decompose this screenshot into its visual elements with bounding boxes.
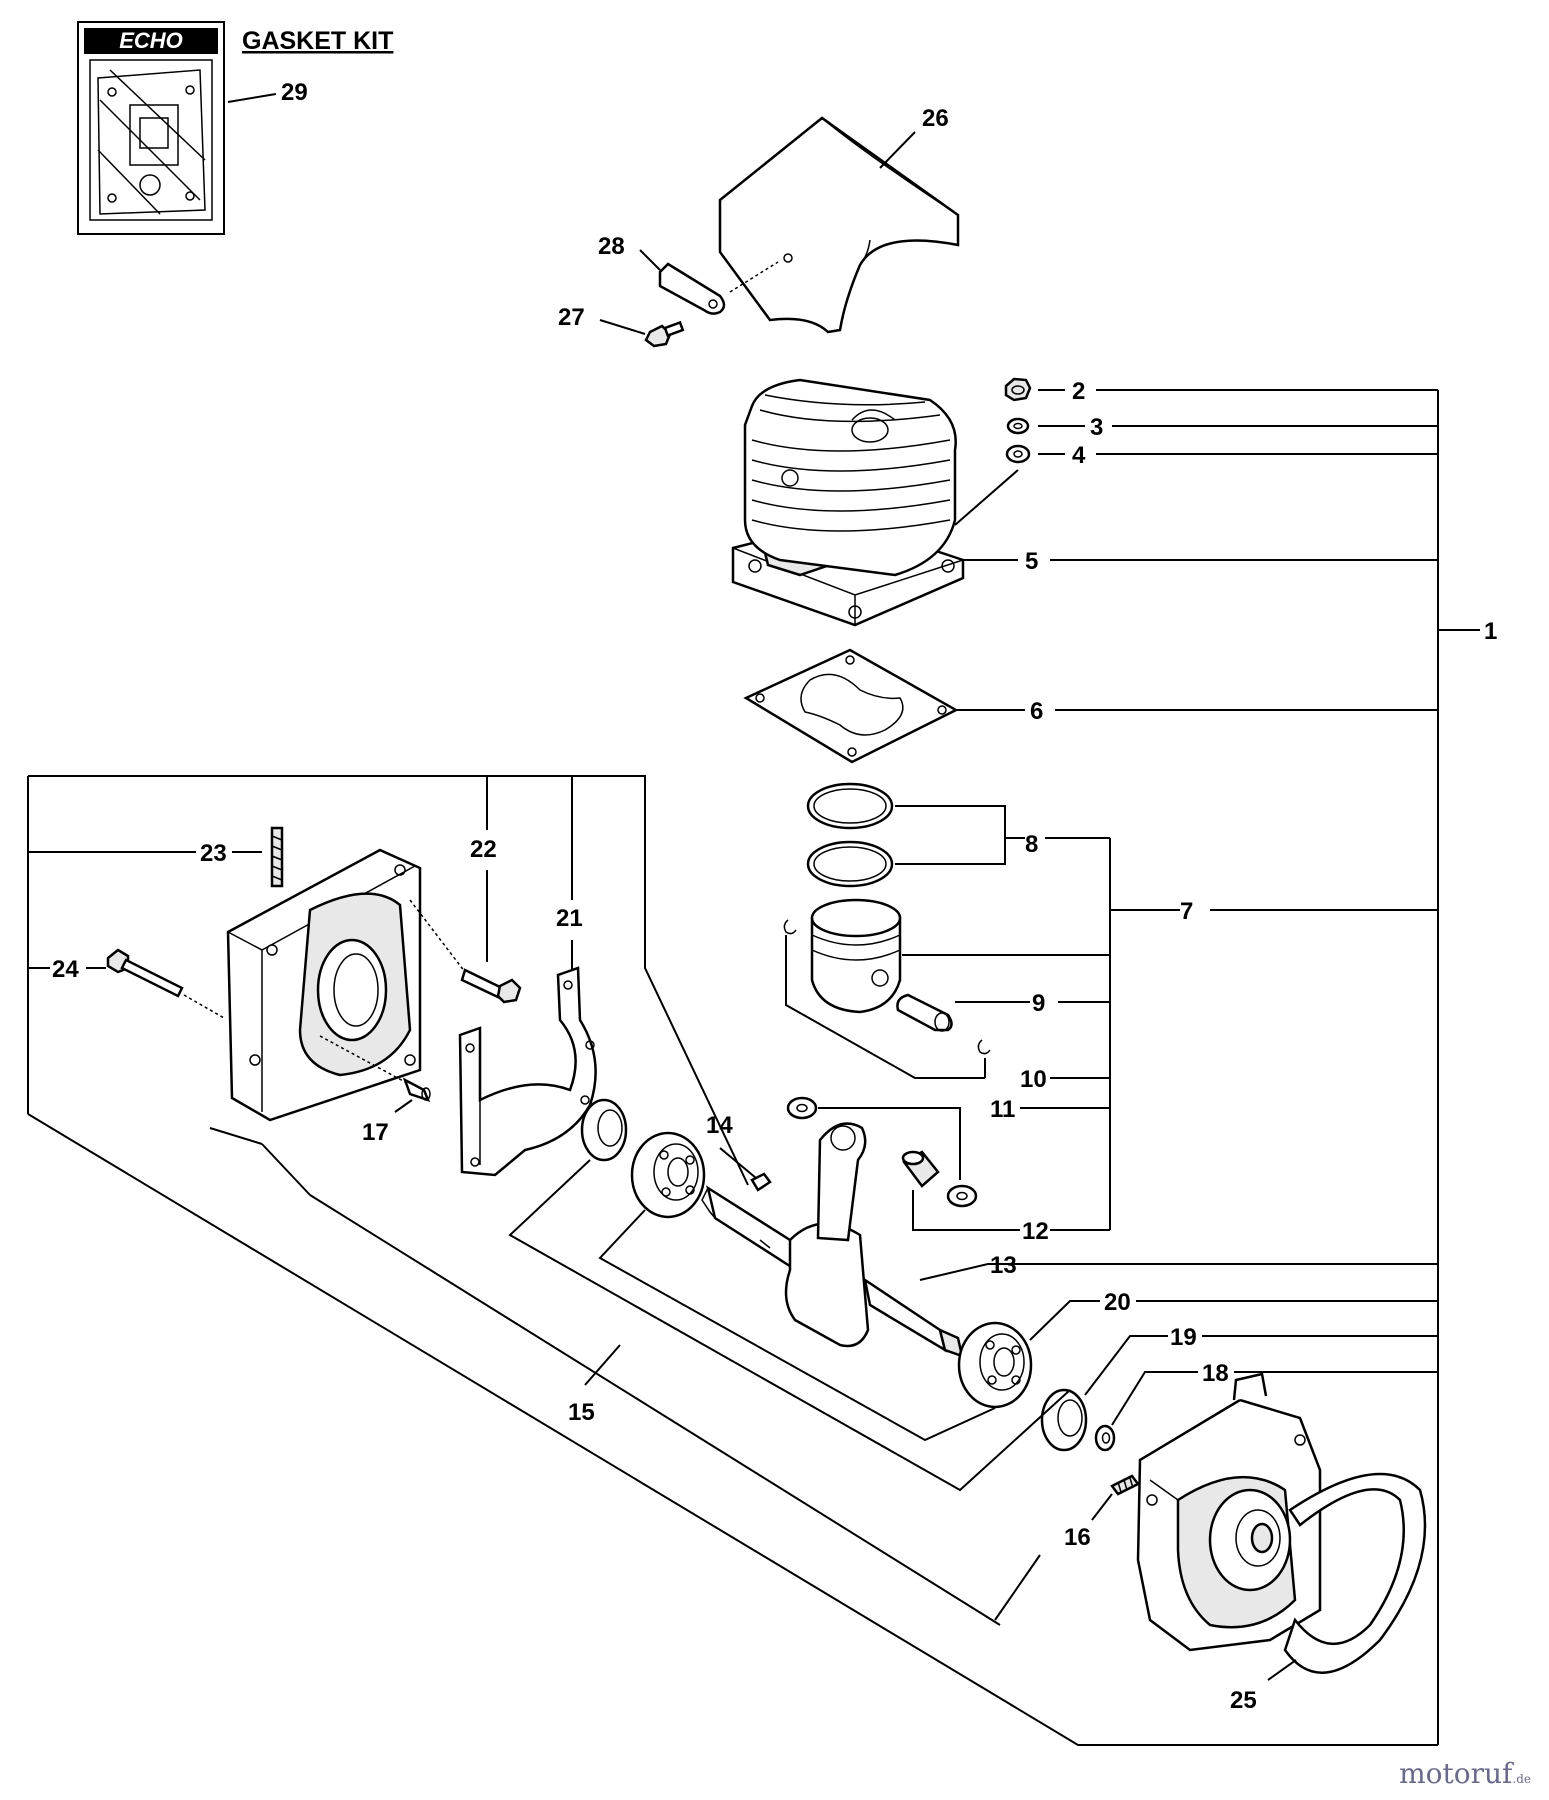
callout-21: 21: [556, 905, 583, 932]
kit-15-bracket-bottom: [27, 1113, 1438, 1746]
gasket-kit-sketch: [97, 69, 206, 215]
part-base-gasket: [743, 648, 959, 764]
kit15-link: [261, 1143, 311, 1196]
gasket-kit-title: GASKET KIT: [242, 27, 393, 55]
gasket-kit-image: [89, 59, 213, 221]
callout-13: 13: [990, 1252, 1017, 1279]
callout-24: 24: [52, 956, 79, 983]
leader-17: [394, 1099, 413, 1113]
part-circlip-b: [977, 1039, 991, 1055]
part-key: [750, 1172, 772, 1192]
leader-11: [818, 1107, 961, 1180]
part-crankcase-right: [1136, 1372, 1322, 1652]
part-heat-shield: [718, 116, 960, 334]
leader-19: [1084, 1335, 1168, 1396]
leader-20: [1029, 1300, 1100, 1341]
leader-8: [895, 805, 1006, 865]
callout-9: 9: [1032, 990, 1045, 1017]
callout-29: 29: [281, 79, 308, 106]
callout-18: 18: [1202, 1360, 1229, 1387]
part-crankshaft: [701, 1122, 964, 1358]
gasket-kit-frame: [77, 21, 225, 235]
callout-1: 1: [1484, 618, 1497, 645]
part-nut: [1004, 377, 1032, 402]
leader-16-case: [994, 1554, 1041, 1621]
callout-8: 8: [1025, 831, 1038, 858]
gasket-kit-group: ECHO GASKET KIT 29: [77, 21, 393, 235]
kit-15-assembly-line: [309, 1194, 1001, 1626]
watermark: motoruf.de: [1399, 1757, 1531, 1790]
link-20-pair: [598, 1209, 996, 1442]
leader-10a: [785, 935, 985, 1079]
callout-11: 11: [990, 1096, 1015, 1123]
leader-26: [879, 131, 916, 169]
part-bearing-left: [630, 1131, 706, 1219]
callout-22: 22: [470, 836, 497, 863]
part-screw-22: [460, 968, 522, 1004]
part-piston-pin: [896, 993, 953, 1032]
part-dowel-pin: [402, 1077, 431, 1103]
callout-6: 6: [1030, 698, 1043, 725]
part-washer-18: [1094, 1424, 1116, 1452]
leader-16: [1091, 1493, 1113, 1521]
part-oil-seal-right: [1040, 1388, 1088, 1452]
callout-7: 7: [1180, 898, 1193, 925]
watermark-main: motoruf: [1399, 1757, 1513, 1790]
callout-25: 25: [1230, 1687, 1257, 1714]
part-bolt-24: [106, 948, 184, 998]
callout-5: 5: [1025, 548, 1038, 575]
part-spring-washer: [1006, 417, 1030, 435]
part-screw-16: [1110, 1474, 1140, 1496]
part-bracket: [658, 262, 726, 315]
part-circlip-a: [783, 919, 797, 935]
callout-27: 27: [558, 304, 585, 331]
callout-20: 20: [1104, 1289, 1131, 1316]
part-oil-seal-left: [580, 1098, 628, 1162]
part-housing-gasket: [1283, 1472, 1427, 1674]
callout-16: 16: [1064, 1524, 1091, 1551]
watermark-domain: .de: [1512, 1772, 1531, 1786]
echo-logo: ECHO: [119, 28, 183, 53]
leader-13: [919, 1263, 1438, 1281]
callout-2: 2: [1072, 378, 1085, 405]
kit-15-bracket-top: [28, 775, 749, 1186]
callout-28: 28: [598, 233, 625, 260]
callout-26: 26: [922, 105, 949, 132]
callout-10: 10: [1020, 1066, 1047, 1093]
leader-28: [639, 249, 661, 271]
leader-4-to-cylinder: [954, 469, 1019, 526]
part-bearing-right: [957, 1321, 1033, 1409]
part-piston-rings: [806, 782, 894, 888]
leader-15: [584, 1344, 621, 1386]
part-flat-washer: [1005, 444, 1031, 464]
bolt-path-24: [183, 994, 225, 1019]
leader-27: [599, 319, 646, 335]
link-19-pair: [508, 1159, 1071, 1492]
part-stud: [270, 826, 284, 888]
callout-17: 17: [362, 1119, 389, 1146]
callout-15: 15: [568, 1399, 595, 1426]
pin-path: [319, 1035, 406, 1083]
callout-19: 19: [1170, 1324, 1197, 1351]
callout-4: 4: [1072, 442, 1086, 469]
echo-logo-plate: [84, 28, 218, 54]
part-screw-27: [644, 320, 685, 348]
part-crankcase-gasket: [458, 966, 597, 1177]
callout-3: 3: [1090, 414, 1103, 441]
leader-12: [912, 1190, 1020, 1231]
part-crankcase-left: [226, 848, 422, 1122]
part-thrust-washers: [786, 1096, 978, 1208]
part-piston: [810, 898, 902, 1014]
part-cylinder: [731, 378, 965, 627]
leader-17-case: [209, 1127, 263, 1145]
leader-29: [227, 93, 277, 103]
part-needle-bearing: [901, 1150, 940, 1188]
callout-12: 12: [1022, 1218, 1049, 1245]
leader-18: [1111, 1371, 1198, 1426]
callout-23: 23: [200, 840, 227, 867]
leader-25: [1267, 1659, 1297, 1681]
